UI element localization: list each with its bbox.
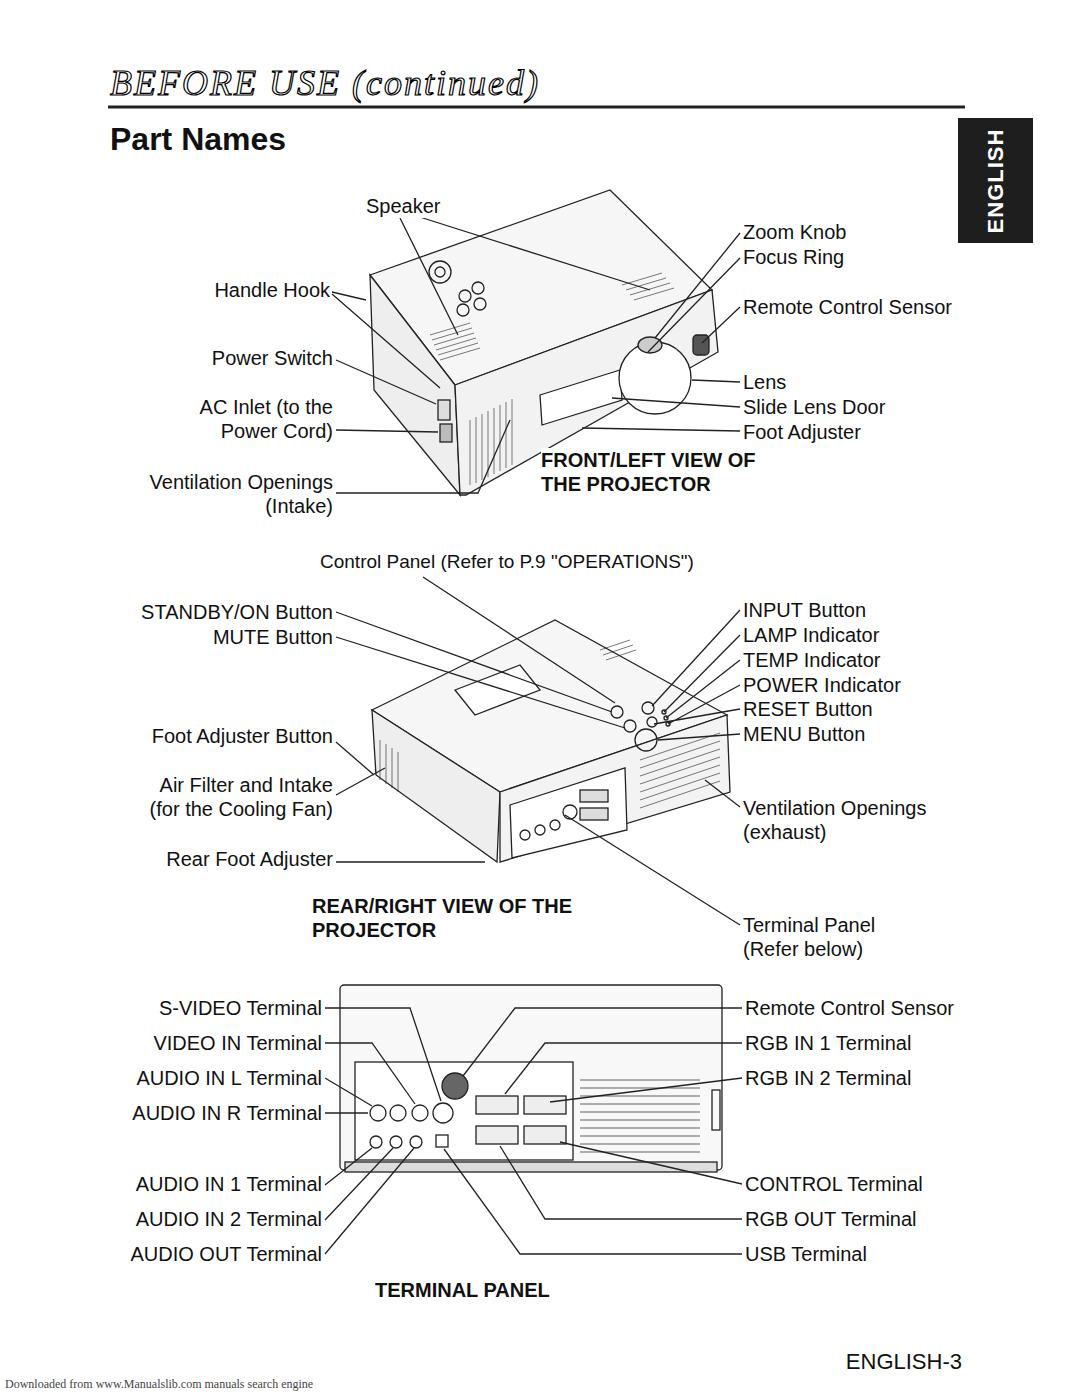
part-label: Slide Lens Door <box>743 395 885 419</box>
part-label: MUTE Button <box>213 625 333 649</box>
view-heading: TERMINAL PANEL <box>375 1278 550 1302</box>
part-label: AUDIO OUT Terminal <box>130 1242 322 1266</box>
page-number: ENGLISH-3 <box>846 1350 962 1374</box>
part-label: Focus Ring <box>743 245 844 269</box>
part-label: RGB IN 1 Terminal <box>745 1031 911 1055</box>
part-label: AUDIO IN L Terminal <box>136 1066 322 1090</box>
part-label: Ventilation Openings (exhaust) <box>743 796 958 844</box>
part-label: AUDIO IN 2 Terminal <box>136 1207 322 1231</box>
part-label: POWER Indicator <box>743 673 901 697</box>
part-label: Lens <box>743 370 786 394</box>
part-label: AC Inlet (to the Power Cord) <box>143 395 333 443</box>
part-label: Terminal Panel (Refer below) <box>743 913 893 961</box>
part-label: LAMP Indicator <box>743 623 879 647</box>
part-label: INPUT Button <box>743 598 866 622</box>
part-label: AUDIO IN R Terminal <box>132 1101 322 1125</box>
part-label: RGB OUT Terminal <box>745 1207 917 1231</box>
part-label: Control Panel (Refer to P.9 "OPERATIONS"… <box>320 550 694 574</box>
part-label: RGB IN 2 Terminal <box>745 1066 911 1090</box>
part-label: Air Filter and Intake (for the Cooling F… <box>128 773 333 821</box>
page-title: Part Names <box>110 120 286 158</box>
tab-text: ENGLISH <box>983 128 1009 233</box>
part-label: Power Switch <box>212 346 333 370</box>
part-label: RESET Button <box>743 697 873 721</box>
part-label: AUDIO IN 1 Terminal <box>136 1172 322 1196</box>
part-label: Foot Adjuster Button <box>152 724 333 748</box>
part-label: Ventilation Openings (Intake) <box>128 470 333 518</box>
part-label: Handle Hook <box>214 278 330 302</box>
language-tab: ENGLISH <box>958 118 1033 243</box>
part-label: STANDBY/ON Button <box>141 600 333 624</box>
view-heading: REAR/RIGHT VIEW OF THE PROJECTOR <box>312 894 582 942</box>
part-label: VIDEO IN Terminal <box>153 1031 322 1055</box>
part-label: Remote Control Sensor <box>743 295 952 319</box>
part-label: TEMP Indicator <box>743 648 880 672</box>
header-text: BEFORE USE (continued) <box>110 62 540 104</box>
part-label: MENU Button <box>743 722 865 746</box>
part-label: Rear Foot Adjuster <box>166 847 333 871</box>
footer-note: Downloaded from www.Manualslib.com manua… <box>5 1377 313 1391</box>
part-label: USB Terminal <box>745 1242 867 1266</box>
view-heading: FRONT/LEFT VIEW OF THE PROJECTOR <box>541 448 771 496</box>
part-label: Speaker <box>366 194 441 218</box>
part-label: CONTROL Terminal <box>745 1172 923 1196</box>
part-label: Zoom Knob <box>743 220 846 244</box>
part-label: S-VIDEO Terminal <box>159 996 322 1020</box>
part-label: Remote Control Sensor <box>745 996 954 1020</box>
part-label: Foot Adjuster <box>743 420 861 444</box>
